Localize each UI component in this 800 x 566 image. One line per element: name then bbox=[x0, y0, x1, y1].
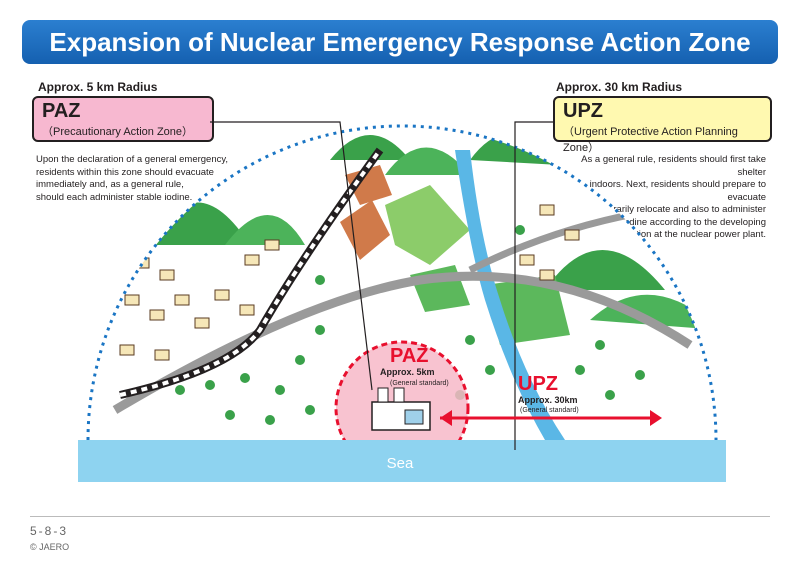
upz-title-box: UPZ （Urgent Protective Action Planning Z… bbox=[553, 96, 772, 154]
paz-desc-line: immediately and, as a general rule, bbox=[36, 179, 184, 190]
paz-map-distance: Approx. 5km bbox=[380, 367, 435, 377]
upz-map-label: UPZ bbox=[518, 373, 558, 395]
houses bbox=[119, 204, 580, 361]
farm-field bbox=[345, 165, 392, 205]
upz-desc-line: indoors. Next, residents should prepare … bbox=[589, 179, 766, 203]
upz-desc-line: As a general rule, residents should firs… bbox=[581, 154, 766, 178]
paz-abbr: PAZ bbox=[42, 100, 81, 122]
upz-desc-line: stable iodine according to the developin… bbox=[593, 216, 766, 228]
river bbox=[455, 150, 565, 440]
mountain bbox=[545, 250, 665, 290]
paz-title-box: PAZ （Precautionary Action Zone） bbox=[32, 96, 214, 142]
mountain bbox=[385, 147, 470, 175]
upz-leader-line bbox=[514, 121, 553, 450]
paz-radius-label: Approx. 5 km Radius bbox=[38, 80, 158, 94]
upz-radius-label: Approx. 30 km Radius bbox=[556, 80, 683, 94]
page-code: 5-8-3 bbox=[30, 524, 69, 538]
paz-desc-line: Upon the declaration of a general emerge… bbox=[36, 154, 229, 165]
copyright: © JAERO bbox=[30, 542, 70, 552]
upz-desc-line: situation at the nuclear power plant. bbox=[616, 229, 766, 240]
upz-description: As a general rule, residents should firs… bbox=[556, 154, 766, 242]
paz-desc-line: residents within this zone should evacua… bbox=[36, 166, 214, 178]
footer-divider bbox=[30, 516, 770, 517]
upz-boundary bbox=[86, 124, 718, 441]
paz-desc-line: should each administer stable iodine. bbox=[36, 191, 193, 203]
upz-full-name: （Urgent Protective Action Planning Zone） bbox=[563, 126, 738, 154]
mountain bbox=[225, 215, 305, 245]
park bbox=[385, 185, 470, 265]
upz-abbr: UPZ bbox=[563, 100, 603, 122]
trees bbox=[175, 225, 645, 425]
upz-distance-arrow bbox=[440, 410, 662, 426]
paz-description: Upon the declaration of a general emerge… bbox=[36, 154, 228, 204]
paz-leader-line bbox=[210, 121, 373, 391]
paz-full-name: （Precautionary Action Zone） bbox=[42, 126, 194, 138]
paz-map-label: PAZ bbox=[390, 345, 429, 367]
nuclear-plant-icon bbox=[371, 387, 431, 431]
railway bbox=[119, 148, 382, 397]
paz-map-note: (General standard) bbox=[390, 380, 449, 387]
farm-field bbox=[340, 200, 390, 260]
upz-map-distance: Approx. 30km bbox=[518, 395, 578, 405]
mountain bbox=[330, 135, 410, 160]
road bbox=[112, 271, 693, 414]
sea-label: Sea bbox=[387, 455, 414, 472]
upz-map-note: (General standard) bbox=[520, 407, 579, 414]
sea bbox=[78, 440, 726, 482]
page-title: Expansion of Nuclear Emergency Response … bbox=[22, 20, 778, 64]
upz-desc-line: or temporarily relocate and also to admi… bbox=[575, 204, 766, 215]
